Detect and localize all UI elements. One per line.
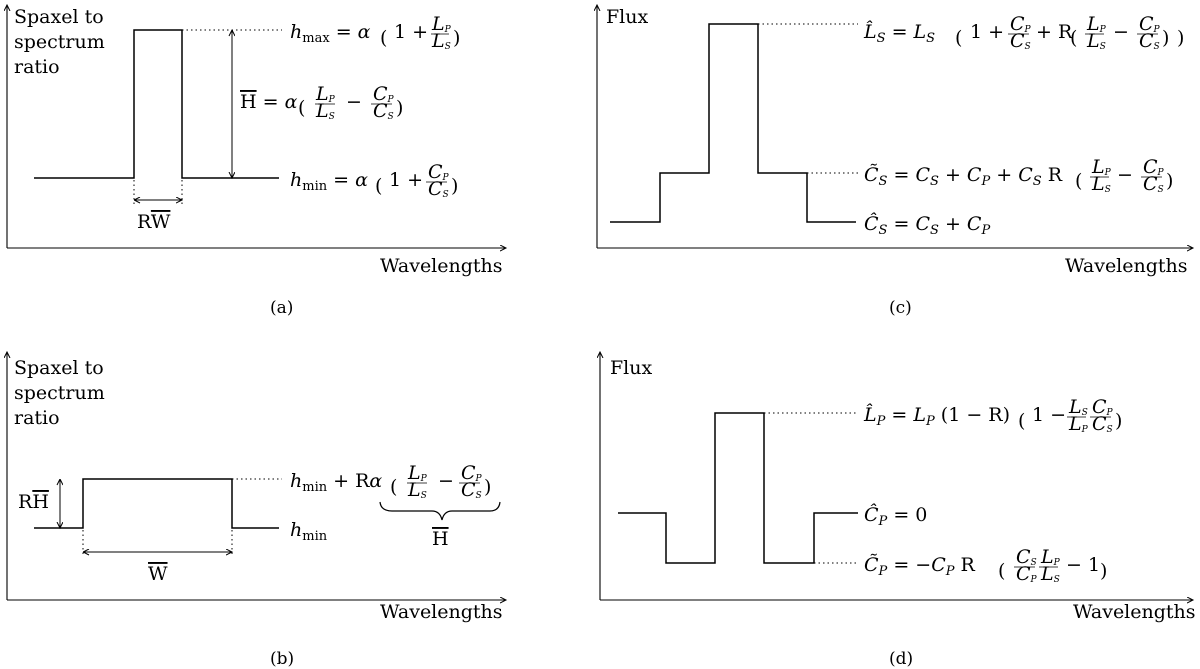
svg-text:): ) (1100, 560, 1107, 582)
svg-text:C̃S = CS + CP + CS R: C̃S = CS + CP + CS R (864, 164, 1063, 189)
panel-a-hmax-equation: hmax = α ( 1 + LP LS ) (290, 13, 460, 52)
panel-b: Spaxel to spectrum ratio Wavelengths RH … (7, 352, 506, 669)
panel-d: Flux Wavelengths L̂P = LP (1 − R) ( 1 − … (600, 352, 1196, 669)
svg-text:(: ( (390, 476, 397, 498)
svg-text:(: ( (298, 97, 305, 119)
svg-text:): ) (484, 476, 491, 498)
panel-c-cs-tilde-equation: C̃S = CS + CP + CS R ( LP LS − CP CS ) (864, 156, 1173, 195)
svg-text:+ R: + R (1036, 21, 1073, 43)
panel-b-y-label-line-1: Spaxel to (14, 357, 104, 379)
panel-d-caption: (d) (889, 649, 913, 669)
panel-c-ls-equation: L̂S = LS ( 1 + CP CS + R ( LP LS − CP CS… (863, 13, 1184, 52)
panel-a-hmin-equation: hmin = α ( 1 + CP CS ) (290, 161, 458, 200)
panel-c-cs-hat-equation: ĈS = CS + CP (864, 212, 990, 238)
panel-a-hbar-equation: H = α ( LP LS − CP CS ) (240, 83, 403, 122)
svg-text:): ) (453, 27, 460, 49)
svg-text:): ) (1166, 170, 1173, 192)
panel-a: Spaxel to spectrum ratio Wavelengths RW … (7, 5, 506, 318)
panel-b-width-label: W (148, 563, 168, 585)
panel-b-y-label-line-3: ratio (14, 407, 60, 429)
svg-text:−: − (438, 470, 454, 492)
panel-b-brace-label: H (432, 528, 449, 550)
panel-a-width-label: RW (137, 211, 171, 233)
panel-b-caption: (b) (270, 649, 294, 669)
panel-d-signal (618, 412, 858, 564)
panel-d-lp-equation: L̂P = LP (1 − R) ( 1 − LS LP CP CS ) (863, 396, 1122, 435)
panel-d-y-label: Flux (610, 357, 652, 379)
panel-a-y-label-line-1: Spaxel to (14, 6, 104, 28)
svg-text:L̂P = LP (1 − R): L̂P = LP (1 − R) (863, 404, 1010, 429)
panel-b-x-label: Wavelengths (380, 601, 503, 623)
panel-b-height-label: RH (18, 491, 49, 513)
svg-text:): ) (451, 175, 458, 197)
panel-b-hmin-label: hmin (290, 519, 328, 544)
panel-c-signal (610, 23, 856, 223)
panel-a-y-label-line-2: spectrum (14, 31, 105, 53)
svg-text:(: ( (1070, 27, 1077, 49)
panel-a-signal (34, 29, 279, 179)
svg-text:(: ( (955, 27, 962, 49)
panel-d-cp-hat-equation: ĈP = 0 (864, 503, 927, 529)
panel-c-x-label: Wavelengths (1065, 255, 1188, 277)
panel-a-y-label-line-3: ratio (14, 56, 60, 78)
svg-text:L̂S = LS: L̂S = LS (863, 21, 935, 46)
panel-a-x-label: Wavelengths (380, 255, 503, 277)
svg-text:(: ( (1018, 410, 1025, 432)
svg-text:(: ( (375, 175, 382, 197)
svg-text:1 +: 1 + (970, 21, 1004, 43)
svg-text:hmin = α: hmin = α (290, 169, 368, 194)
panel-b-signal (34, 478, 279, 529)
panel-a-caption: (a) (270, 298, 293, 318)
svg-text:(: ( (998, 560, 1005, 582)
svg-text:−: − (1117, 164, 1133, 186)
svg-text:): ) (1115, 410, 1122, 432)
svg-text:): ) (1162, 27, 1169, 49)
svg-text:− 1: − 1 (1066, 554, 1100, 576)
panel-b-top-equation: hmin + Rα ( LP LS − CP CS ) (290, 462, 491, 501)
svg-text:−: − (346, 91, 362, 113)
panel-d-cp-tilde-equation: C̃P = −CP R ( CS CP LP LS − 1 ) (864, 546, 1107, 585)
svg-text:1 +: 1 + (389, 169, 423, 191)
svg-text:): ) (1177, 27, 1184, 49)
svg-text:(: ( (1075, 170, 1082, 192)
svg-text:−: − (1113, 21, 1129, 43)
svg-text:1 +: 1 + (394, 21, 428, 43)
svg-text:C̃P = −CP R: C̃P = −CP R (864, 554, 976, 579)
panel-b-y-label-line-2: spectrum (14, 382, 105, 404)
svg-text:(: ( (380, 27, 387, 49)
panel-c-caption: (c) (889, 298, 912, 318)
panel-b-brace (379, 501, 501, 521)
svg-text:hmin + Rα: hmin + Rα (290, 470, 382, 495)
svg-text:H = α: H = α (240, 91, 298, 113)
panel-c-y-label: Flux (606, 6, 648, 28)
svg-text:): ) (396, 97, 403, 119)
panel-c: Flux Wavelengths L̂S = LS ( 1 + CP CS + … (597, 5, 1193, 318)
svg-text:1 −: 1 − (1032, 404, 1066, 426)
panel-d-x-label: Wavelengths (1073, 601, 1196, 623)
svg-text:hmax = α: hmax = α (290, 21, 371, 46)
